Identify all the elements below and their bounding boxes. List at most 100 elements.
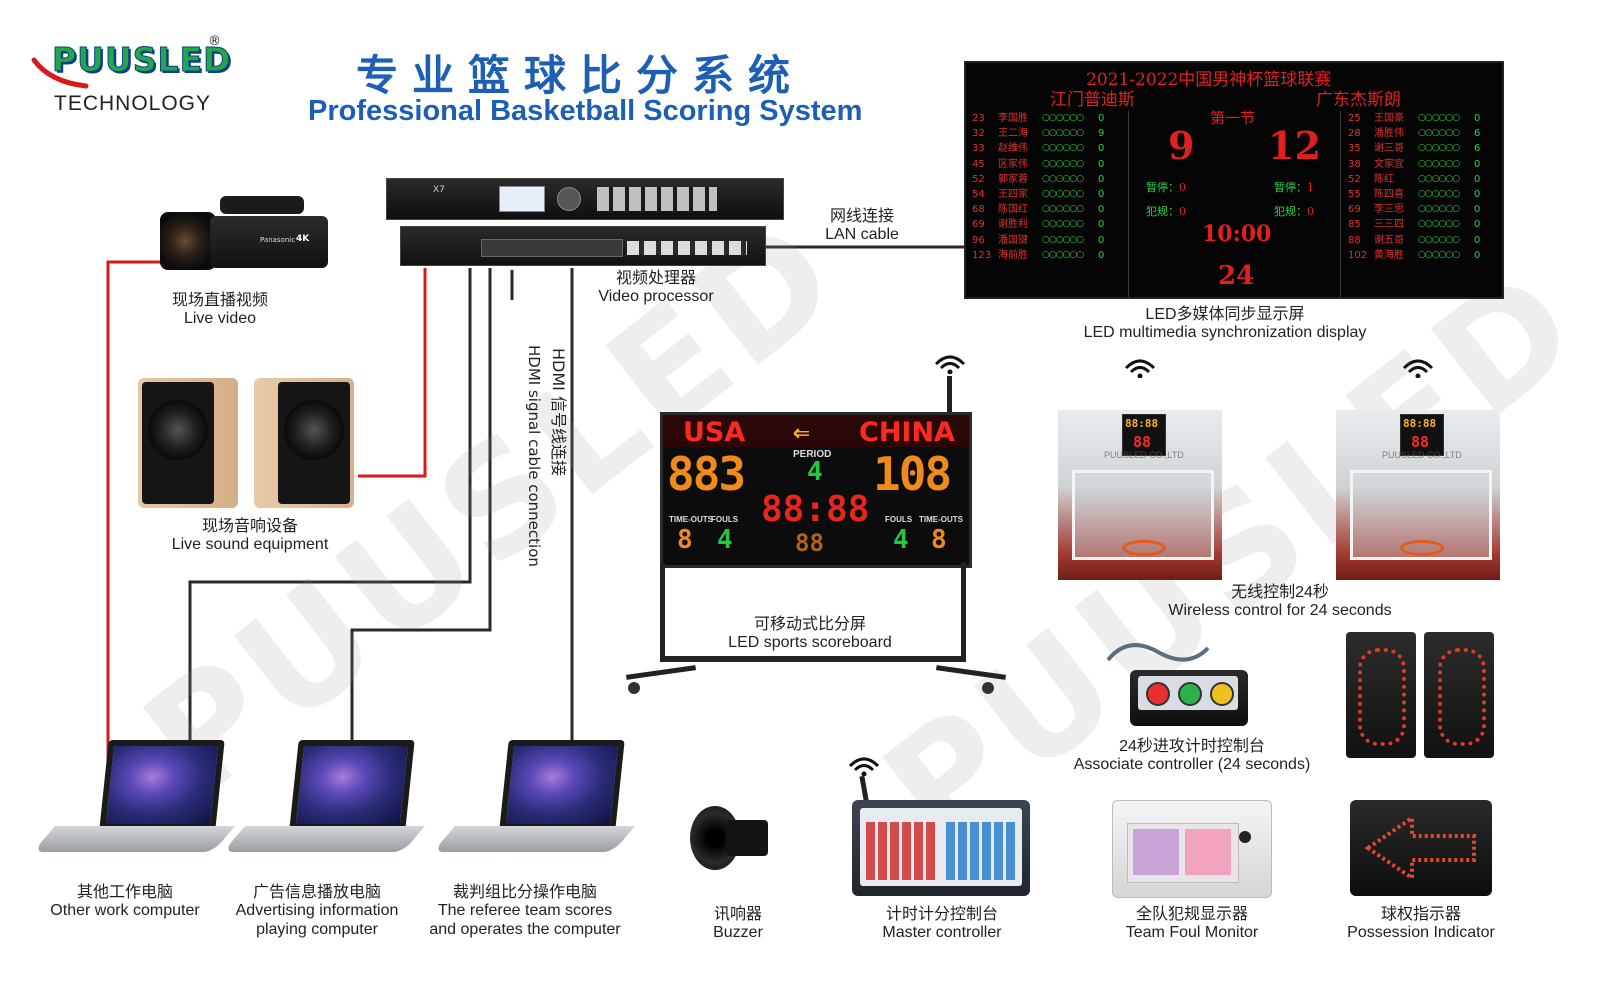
- away-player-number: 55: [1348, 188, 1361, 200]
- caster-1: [628, 682, 640, 694]
- display-team-away: 广东杰斯朗: [1316, 90, 1401, 110]
- caption-processor-zh: 视频处理器: [615, 270, 696, 287]
- home-player-number: 69: [972, 219, 985, 231]
- away-player-name: 陈四喜: [1374, 188, 1404, 200]
- camera-4k-badge: 4K: [296, 234, 310, 244]
- away-player-number: 69: [1348, 204, 1361, 216]
- laptop-referee: [433, 740, 635, 860]
- caption-other-pc: 其他工作电脑 Other work computer: [40, 884, 210, 921]
- caption-hdmi-zh: HDMI 信号线连接: [549, 348, 568, 476]
- away-player-foul-count: 0: [1474, 234, 1481, 246]
- display-foul-away: 犯规：0: [1274, 203, 1314, 219]
- away-player-foul-dots: ○○○○○○: [1418, 188, 1460, 199]
- sport-timeouts-label-away: TIME-OUTS: [919, 515, 963, 524]
- away-player-foul-dots: ○○○○○○: [1418, 173, 1460, 184]
- caption-processor: 视频处理器 Video processor: [586, 270, 726, 307]
- display-league-title: 2021-2022中国男神杯篮球联赛: [1086, 70, 1332, 90]
- home-player-foul-dots: ○○○○○○: [1042, 113, 1084, 123]
- logo-registered-mark: ®: [208, 34, 221, 49]
- caption-processor-en: Video processor: [598, 288, 714, 306]
- shot-clock-right-bottom: 88: [1411, 433, 1430, 451]
- sport-fouls-away: 4: [893, 525, 909, 555]
- away-player-number: 38: [1348, 158, 1361, 170]
- timeout-home-value: 0: [1179, 181, 1186, 194]
- home-player-foul-count: 0: [1098, 249, 1105, 261]
- away-player-name: 李三思: [1374, 204, 1404, 216]
- display-timeout-away: 暂停：1: [1274, 179, 1314, 195]
- caption-referee-pc-zh: 裁判组比分操作电脑: [452, 884, 597, 901]
- caption-buzzer-en: Buzzer: [713, 924, 763, 942]
- caption-wireless24-zh: 无线控制24秒: [1231, 584, 1329, 601]
- caption-sound-en: Live sound equipment: [171, 536, 329, 554]
- caption-possession-zh: 球权指示器: [1380, 906, 1461, 923]
- sport-fouls-label-away: FOULS: [885, 515, 913, 524]
- btn-start-icon: [1210, 682, 1234, 706]
- sport-score-home: 883: [667, 447, 746, 501]
- caption-buzzer-zh: 讯响器: [713, 906, 762, 923]
- display-period: 第一节: [1210, 109, 1256, 127]
- away-player-name: 黄海胜: [1374, 249, 1404, 261]
- team-foul-monitor: [1112, 800, 1272, 898]
- away-player-foul-count: 0: [1474, 249, 1481, 261]
- caption-sound: 现场音响设备 Live sound equipment: [150, 518, 350, 555]
- home-player-foul-count: 9: [1098, 128, 1105, 140]
- home-player-name: 赵维伟: [998, 143, 1028, 155]
- processor-model: X7: [433, 185, 445, 195]
- caption-live-video-en: Live video: [183, 310, 257, 328]
- home-player-number: 32: [972, 128, 985, 140]
- side-indicator-left: [1346, 632, 1416, 758]
- hoop-left-watermark: PUUSLED CO.,LTD: [1104, 450, 1184, 460]
- side-indicator-right: [1424, 632, 1494, 758]
- portable-scoreboard: USA ⇐ CHINA 883 PERIOD 4 108 88:88 TIME-…: [620, 350, 1007, 710]
- sport-arrow-icon: ⇐: [793, 415, 810, 448]
- away-player-name: 文家宜: [1374, 158, 1404, 170]
- caption-live-video-zh: 现场直播视频: [171, 292, 268, 309]
- home-player-foul-dots: ○○○○○○: [1042, 249, 1084, 260]
- away-player-foul-count: 0: [1474, 113, 1481, 124]
- foul-monitor-knob: [1239, 831, 1251, 843]
- btn-14s-icon: [1178, 682, 1202, 706]
- away-player-foul-count: 6: [1474, 143, 1481, 155]
- laptop-advertising-screen: [289, 740, 415, 830]
- home-player-foul-dots: ○○○○○○: [1042, 143, 1084, 154]
- caption-hdmi: HDMI 信号线连接 HDMI signal cable connection: [522, 345, 568, 586]
- wifi-icon-left-hoop: [1124, 359, 1156, 378]
- caption-assoc: 24秒进攻计时控制台 Associate controller (24 seco…: [1060, 738, 1324, 775]
- page-title-zh: 专业篮球比分系统: [356, 51, 805, 100]
- display-team-home: 江门普迪斯: [1050, 90, 1135, 110]
- buzzer: [690, 800, 780, 880]
- caption-wireless24-en: Wireless control for 24 seconds: [1168, 602, 1392, 620]
- hoop-right-watermark: PUUSLED CO.,LTD: [1382, 450, 1462, 460]
- home-player-number: 54: [972, 188, 985, 200]
- sport-team-home: USA: [683, 417, 746, 448]
- home-player-foul-count: 0: [1098, 158, 1105, 170]
- caption-lan: 网线连接 LAN cable: [812, 208, 912, 245]
- hoop-right: [1400, 540, 1444, 556]
- home-player-foul-dots: ○○○○○○: [1042, 128, 1084, 139]
- camera-handle: [220, 196, 304, 214]
- btn-24s-icon: [1146, 682, 1170, 706]
- caption-led-display-en: LED multimedia synchronization display: [1083, 324, 1367, 342]
- speaker-left: [138, 378, 238, 508]
- wifi-icon: [934, 355, 966, 374]
- sport-timeouts-home: 8: [677, 525, 693, 555]
- away-player-foul-count: 0: [1474, 158, 1481, 170]
- stand-foot-right: [935, 665, 1007, 680]
- laptop-advertising: [223, 740, 425, 860]
- speaker-right: [254, 378, 354, 508]
- associate-controller: [1098, 630, 1258, 734]
- caption-assoc-zh: 24秒进攻计时控制台: [1119, 738, 1265, 755]
- processor-io-panel: [481, 239, 623, 257]
- logo-wordmark: PUUSLED: [52, 40, 232, 80]
- shot-clock-unit-right: 88:88 88: [1400, 414, 1444, 456]
- laptop-other-base: [33, 826, 235, 852]
- possession-indicator: [1350, 800, 1492, 896]
- caption-referee-pc-en2: and operates the computer: [429, 920, 621, 938]
